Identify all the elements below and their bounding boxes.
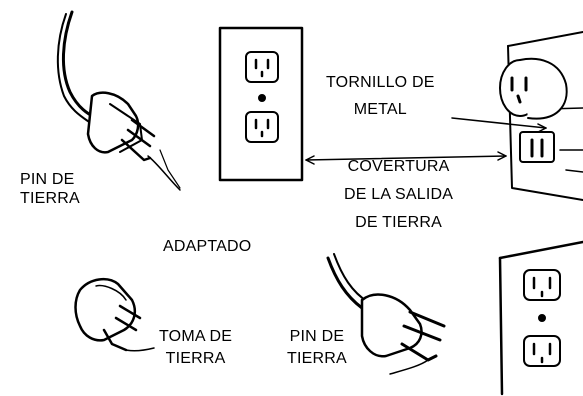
outlet-cover-line2: DE LA SALIDA (344, 186, 454, 203)
adapter-icon (74, 277, 155, 352)
ground-pin-bottom-line2: TIERRA (287, 350, 347, 367)
ground-tab-line1: TOMA DE (159, 328, 233, 345)
ground-pin-label-bottom: PIN DE TIERRA (287, 326, 347, 370)
wall-outlet-top-icon (218, 26, 304, 182)
metal-screw-label: TORNILLO DE METAL (326, 69, 435, 123)
metal-screw-line2: METAL (353, 101, 407, 118)
plug-bottom-icon (326, 253, 446, 375)
ground-pin-label-top: PIN DE TIERRA (20, 170, 80, 208)
ground-pin-bottom-line1: PIN DE (289, 328, 345, 345)
outlet-cover-label: COVERTURA DE LA SALIDA DE TIERRA (344, 153, 453, 237)
outlet-cover-line3: DE TIERRA (355, 214, 442, 231)
outlet-with-adapter-icon (499, 31, 583, 201)
ground-tab-label: TOMA DE TIERRA (159, 326, 232, 370)
ground-pin-top-line1: PIN DE (20, 171, 75, 188)
plug-top-left-icon (56, 10, 181, 191)
metal-screw-line1: TORNILLO DE (326, 74, 435, 91)
adapter-label: ADAPTADO (163, 238, 252, 255)
ground-pin-top-line2: TIERRA (20, 190, 80, 207)
ground-tab-line2: TIERRA (165, 350, 226, 367)
wall-outlet-bottom-icon (498, 240, 583, 396)
outlet-cover-line1: COVERTURA (347, 158, 450, 175)
